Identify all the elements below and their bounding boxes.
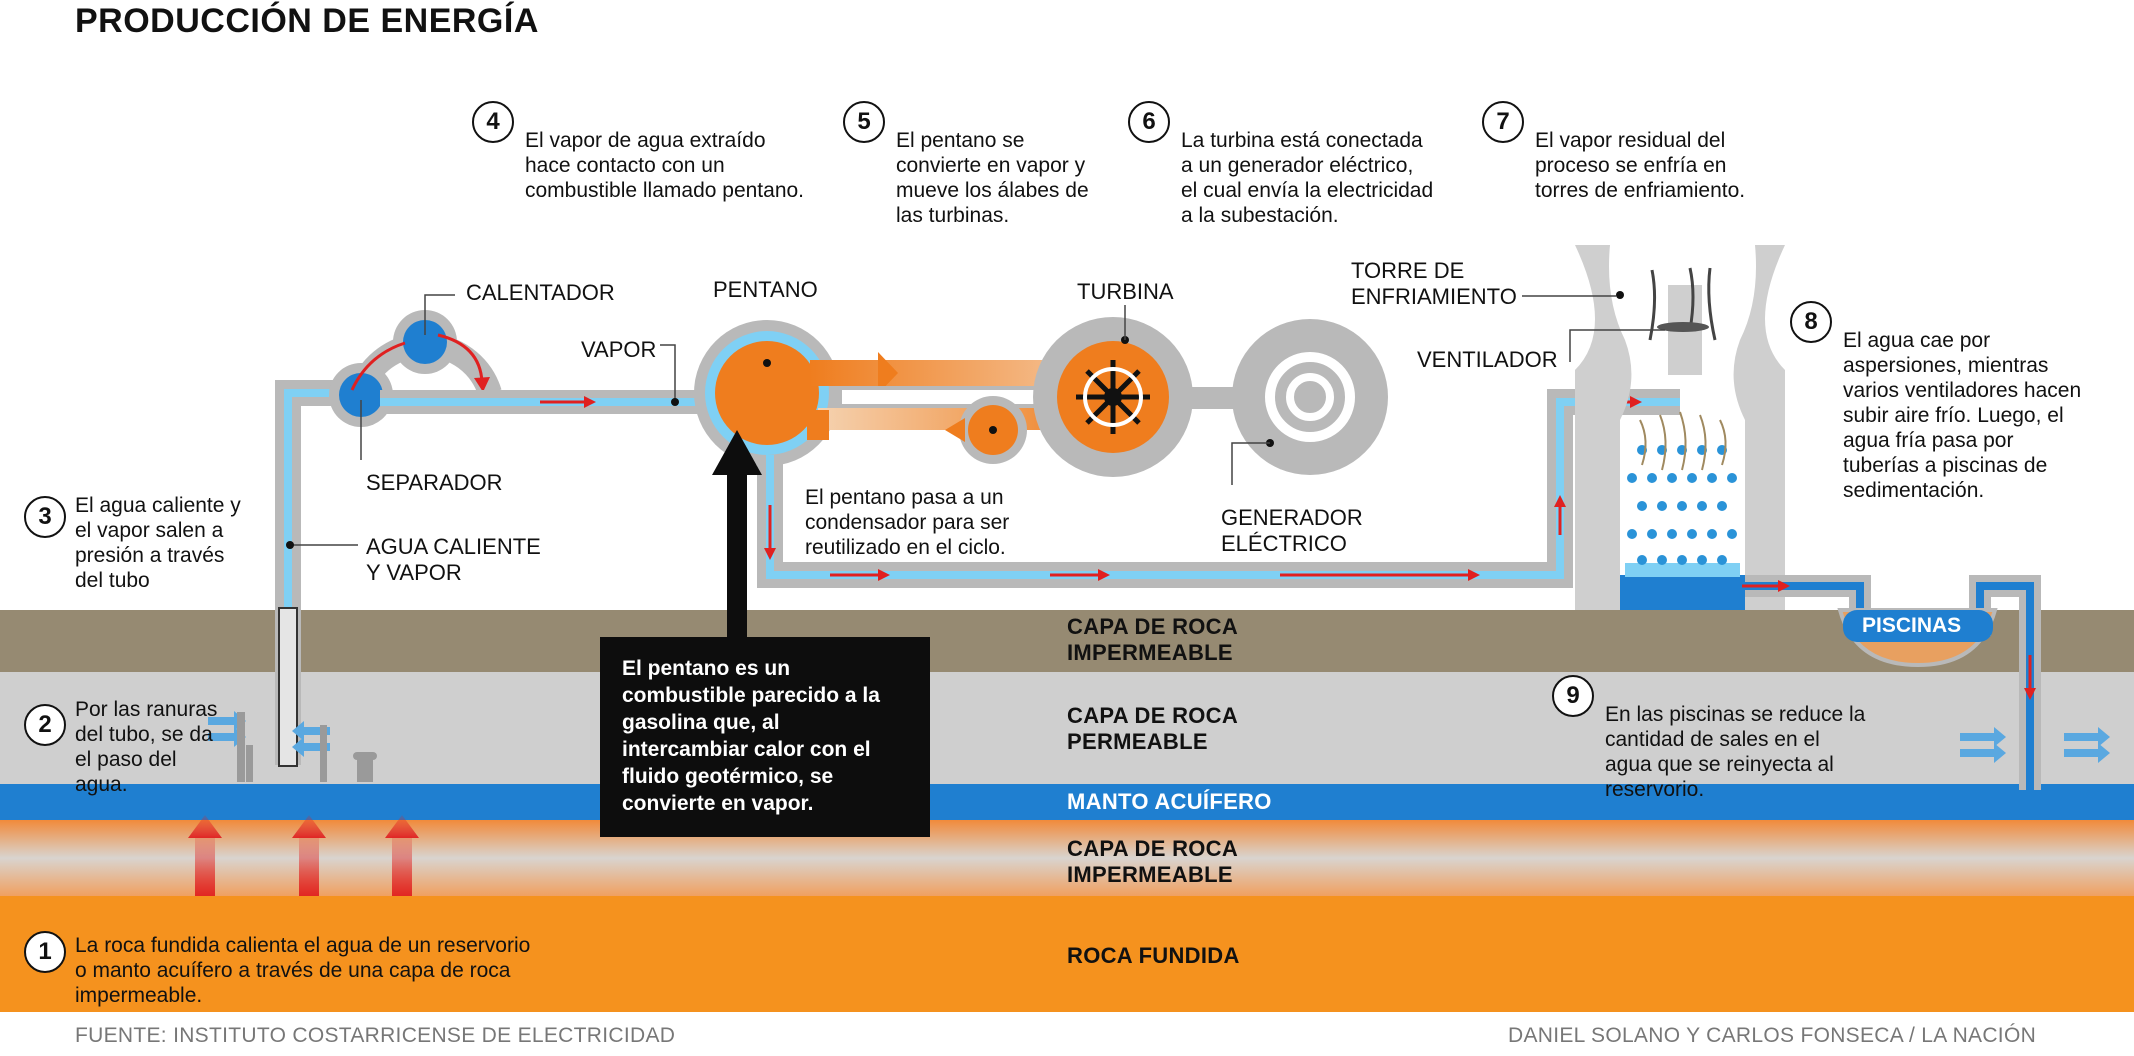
callout-stem xyxy=(727,470,747,640)
turbine-hub xyxy=(1104,388,1122,406)
generator-ring-2 xyxy=(1286,373,1334,421)
layer-impermeable-top xyxy=(0,610,2134,672)
step-text: En las piscinas se reduce la cantidad de… xyxy=(1605,703,1866,801)
step-badge: 9 xyxy=(1552,675,1594,717)
pentane-note: El pentano es un combustible parecido a … xyxy=(600,637,930,837)
generator-outer xyxy=(1232,319,1388,475)
label-pentano: PENTANO xyxy=(713,277,818,302)
well-pipe-slotted xyxy=(278,607,298,767)
label-agua-caliente: AGUA CALIENTE Y VAPOR xyxy=(366,534,541,585)
label-torre: TORRE DE ENFRIAMIENTO xyxy=(1351,258,1517,309)
step-badge: 4 xyxy=(472,101,514,143)
label-generador: GENERADOR ELÉCTRICO xyxy=(1221,505,1363,556)
step-badge: 5 xyxy=(843,101,885,143)
page-title: PRODUCCIÓN DE ENERGÍA xyxy=(75,2,539,40)
pentane-marker xyxy=(763,359,771,367)
steam-vents xyxy=(237,712,377,782)
label-separador: SEPARADOR xyxy=(366,470,503,495)
water-spray xyxy=(1627,445,1737,565)
heat-arrows xyxy=(188,815,419,896)
heater-flow-arrowhead xyxy=(474,377,490,392)
label-condensador: El pentano pasa a un condensador para se… xyxy=(805,486,1010,559)
spray-air xyxy=(1639,411,1727,471)
layer-label-fundida: ROCA FUNDIDA xyxy=(1067,943,1240,968)
step-text: El agua caliente y el vapor salen a pres… xyxy=(75,494,241,592)
reinjection-arrows xyxy=(1960,727,2110,763)
cooling-tower xyxy=(1575,245,1785,610)
step-badge: 6 xyxy=(1128,101,1170,143)
step-text: El agua cae por aspersiones, mientras va… xyxy=(1843,329,2082,502)
step-badge: 3 xyxy=(24,496,66,538)
leader-lines xyxy=(290,294,1126,546)
generator-ring-1 xyxy=(1265,352,1355,442)
step-text: La turbina está conectada a un generador… xyxy=(1181,129,1434,227)
exchanger-pentane xyxy=(715,341,819,445)
layer-label-permeable: CAPA DE ROCA PERMEABLE xyxy=(1067,703,1239,754)
label-vapor: VAPOR xyxy=(581,337,657,362)
footer-credit: DANIEL SOLANO Y CARLOS FONSECA / LA NACI… xyxy=(1508,1024,2037,1047)
fan-leader xyxy=(1569,329,1665,362)
layer-molten-rock xyxy=(0,896,2134,1012)
fan-hub xyxy=(1657,322,1709,332)
step-text: La roca fundida calienta el agua de un r… xyxy=(75,934,531,1007)
label-piscinas: PISCINAS xyxy=(1862,614,1962,637)
well-marker xyxy=(286,541,294,549)
heater-flow-arrow xyxy=(437,333,484,383)
step-text: Por las ranuras del tubo, se da el paso … xyxy=(75,698,218,796)
step-badge: 8 xyxy=(1790,301,1832,343)
layer-label-impermeable-top: CAPA DE ROCA IMPERMEABLE xyxy=(1067,614,1239,665)
label-ventilador: VENTILADOR xyxy=(1417,347,1558,372)
heater-core xyxy=(403,320,447,364)
generator-shaft xyxy=(1185,387,1245,409)
separator-flow-arrow xyxy=(350,341,406,391)
separator-core xyxy=(339,373,383,417)
layer-permeable xyxy=(0,672,2134,784)
label-calentador: CALENTADOR xyxy=(466,280,615,305)
turbine-ring xyxy=(1083,367,1143,427)
step-badge: 7 xyxy=(1482,101,1524,143)
vapor-flow-arrowhead xyxy=(584,396,596,408)
pool-flow-arrows xyxy=(1742,580,2036,700)
layer-impermeable-bottom xyxy=(0,820,2134,896)
layer-aquifer xyxy=(0,784,2134,820)
footer-source: FUENTE: INSTITUTO COSTARRICENSE DE ELECT… xyxy=(75,1024,676,1047)
layer-label-impermeable-bottom: CAPA DE ROCA IMPERMEABLE xyxy=(1067,836,1239,887)
vapor-marker xyxy=(671,398,679,406)
pool-water xyxy=(1843,610,1993,642)
step-text: El vapor de agua extraído hace contacto … xyxy=(525,129,805,202)
step-text: El vapor residual del proceso se enfría … xyxy=(1535,129,1746,202)
tower-marker xyxy=(1616,291,1624,299)
step-text: El pentano se convierte en vapor y mueve… xyxy=(896,129,1089,227)
pentane-pipe-upper-head xyxy=(878,352,898,394)
generator-leader xyxy=(1231,442,1270,485)
label-turbina: TURBINA xyxy=(1077,279,1174,304)
condenser-marker xyxy=(989,426,997,434)
step-badge: 2 xyxy=(24,704,66,746)
step-badge: 1 xyxy=(24,931,66,973)
layer-label-acuifero: MANTO ACUÍFERO xyxy=(1067,789,1272,814)
callout-arrowhead xyxy=(712,430,762,475)
pentane-note-text: El pentano es un combustible parecido a … xyxy=(622,657,880,815)
condenser-arrow xyxy=(945,418,965,442)
